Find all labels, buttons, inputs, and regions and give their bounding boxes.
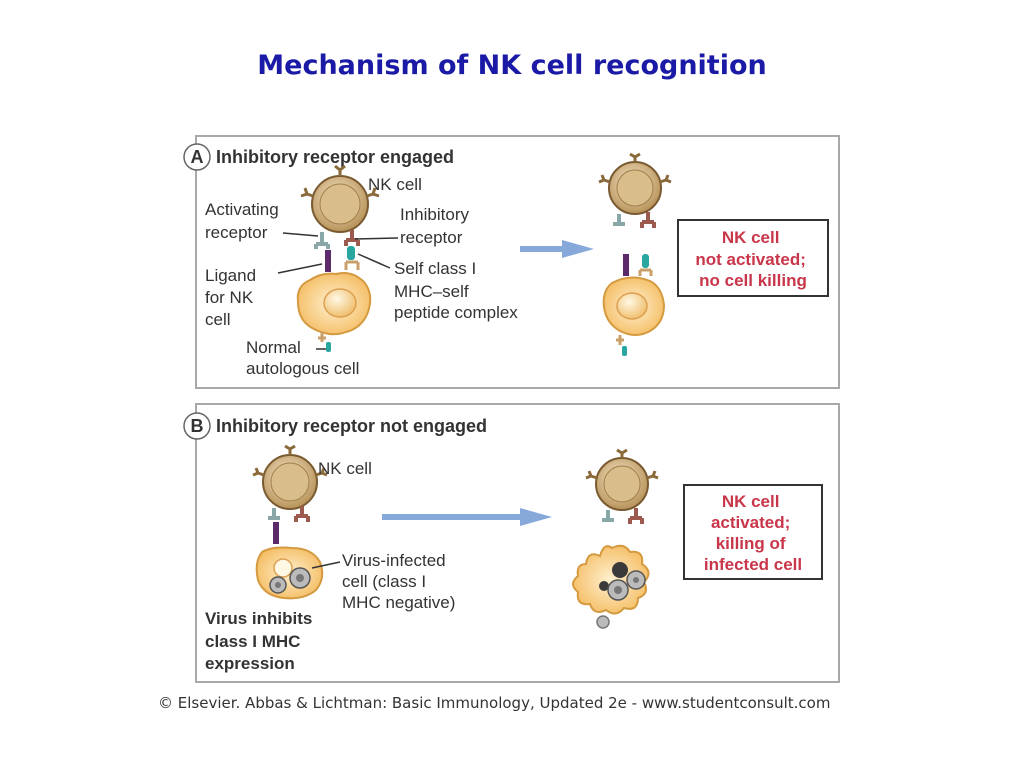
panel-a: A Inhibitory receptor engaged NK cell bbox=[183, 135, 840, 389]
panel-b-nk-cell-after bbox=[585, 448, 659, 524]
panel-b-letter-circle bbox=[183, 412, 211, 440]
panel-b-ligand bbox=[273, 522, 279, 544]
panel-a-ligand bbox=[325, 250, 331, 272]
nk-recognition-figure: A Inhibitory receptor engaged NK cell bbox=[183, 135, 840, 683]
panel-a-letter-circle bbox=[183, 143, 211, 171]
panel-a-activating-label: Activating receptor bbox=[205, 200, 283, 242]
panel-a-inhibitory-label: Inhibitory receptor bbox=[400, 205, 474, 247]
panel-a-heading: Inhibitory receptor engaged bbox=[216, 147, 454, 167]
panel-a-normal-cell bbox=[296, 272, 372, 352]
panel-a-ligand-label: Ligand for NK cell bbox=[205, 266, 261, 329]
panel-b-outcome-box bbox=[683, 484, 823, 580]
panel-a-activating-receptor bbox=[314, 232, 330, 249]
panel-b-virus-cell-label: Virus-infected cell (class I MHC negativ… bbox=[342, 551, 455, 612]
panel-a-self-mhc-label: Self class I MHC–self peptide complex bbox=[394, 259, 518, 322]
panel-b-virus-infected-cell bbox=[255, 546, 324, 600]
panel-a-self-mhc bbox=[347, 246, 355, 260]
panel-b: B Inhibitory receptor not engaged NK cel… bbox=[183, 403, 840, 683]
panel-a-nk-cell-after bbox=[598, 152, 672, 228]
panel-b-dying-cell bbox=[572, 544, 650, 629]
panel-b-outcome-text: NK cell activated; killing of infected c… bbox=[704, 492, 802, 574]
panel-b-heading: Inhibitory receptor not engaged bbox=[216, 416, 487, 436]
panel-b-virus-note: Virus inhibits class I MHC expression bbox=[205, 609, 317, 673]
slide-title: Mechanism of NK cell recognition bbox=[257, 50, 767, 81]
panel-b-letter: B bbox=[191, 416, 204, 436]
panel-a-nk-cell bbox=[300, 164, 380, 233]
panel-a-inhibitory-receptor bbox=[344, 230, 360, 246]
panel-b-nk-label: NK cell bbox=[318, 459, 372, 478]
panel-a-outcome-box bbox=[677, 219, 829, 297]
panel-a-outcome-text: NK cell not activated; no cell killing bbox=[695, 228, 810, 290]
panel-b-arrow-icon bbox=[382, 508, 552, 526]
panel-a-normal-cell-label: Normal autologous cell bbox=[246, 338, 359, 378]
panel-a-normal-cell-after bbox=[602, 254, 666, 356]
panel-a-nk-label: NK cell bbox=[368, 175, 422, 194]
panel-a-arrow-icon bbox=[520, 240, 594, 258]
panel-b-nk-cell bbox=[252, 444, 328, 522]
figure-credit: © Elsevier. Abbas & Lichtman: Basic Immu… bbox=[158, 694, 831, 712]
panel-a-letter: A bbox=[191, 147, 204, 167]
